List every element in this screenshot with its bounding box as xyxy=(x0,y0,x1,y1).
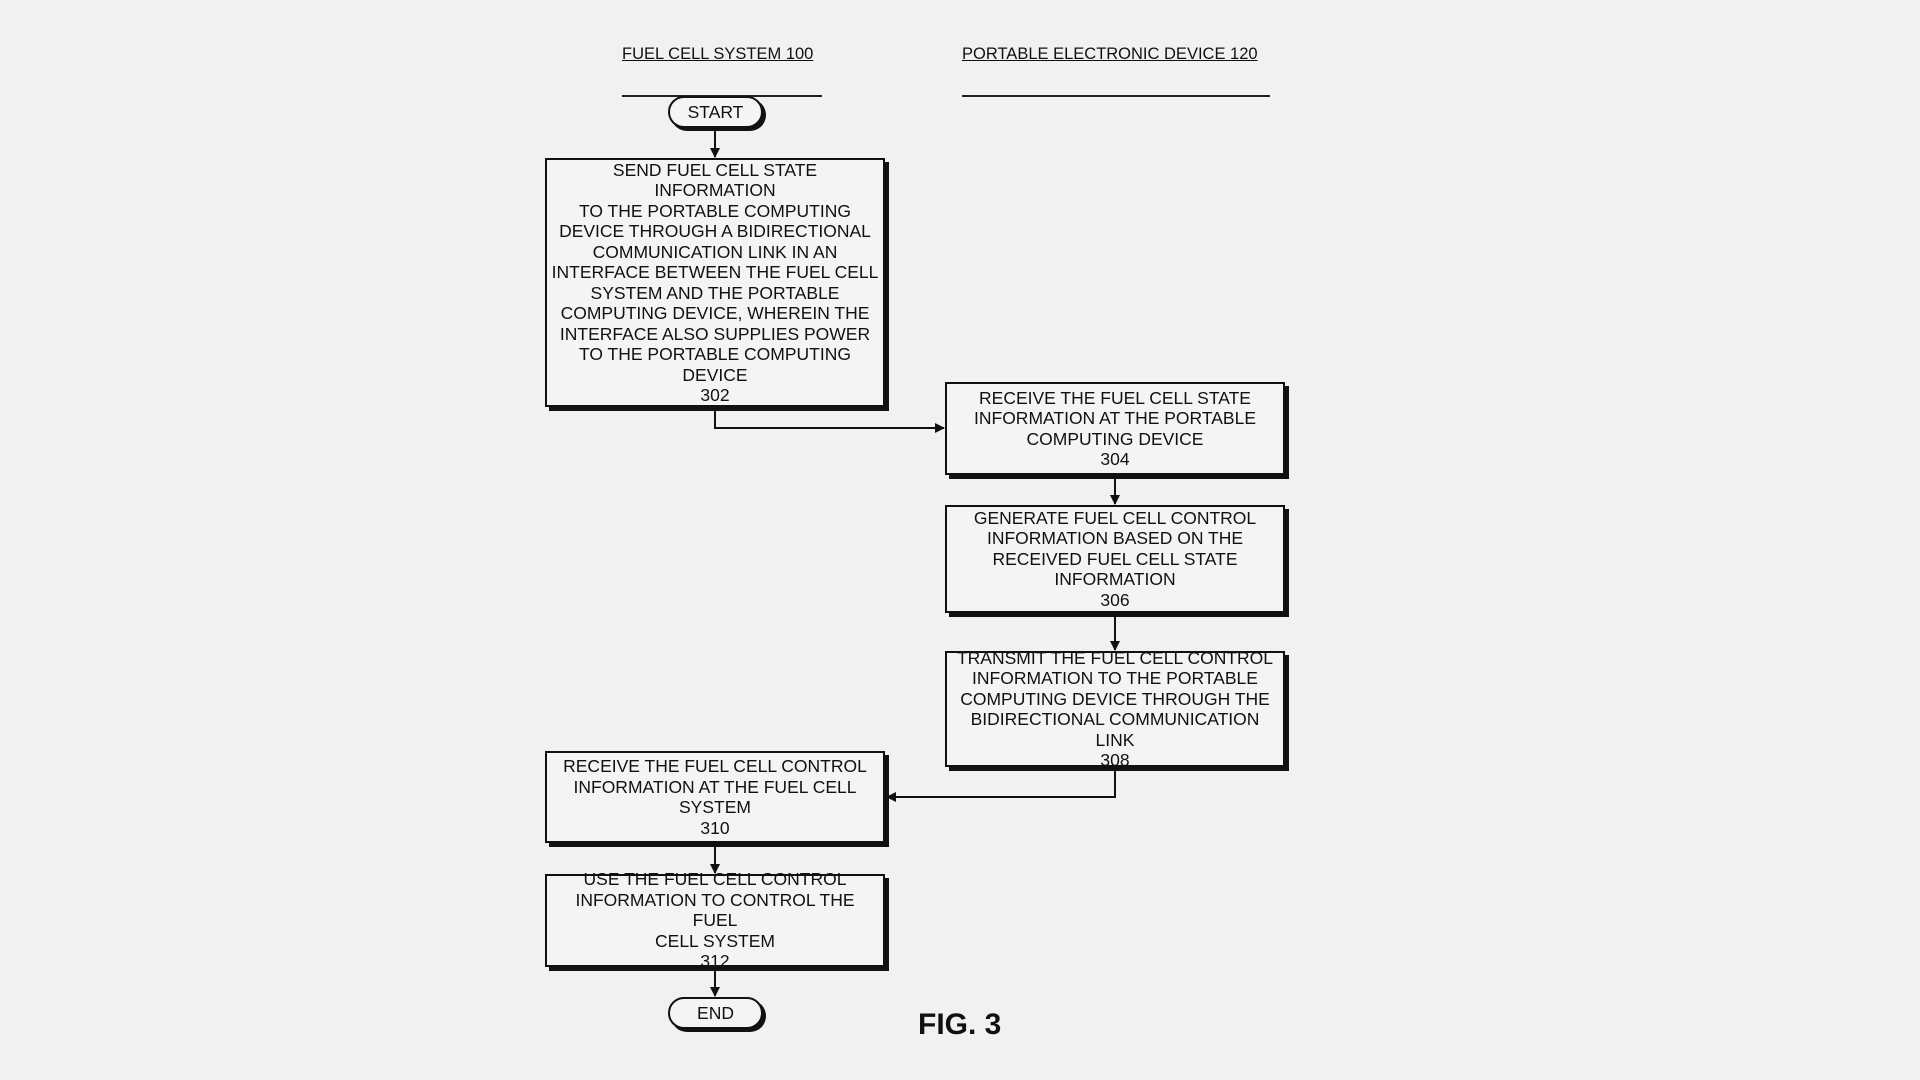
step-number: 308 xyxy=(1100,750,1130,770)
step-text: RECEIVE THE FUEL CELL STATE INFORMATION … xyxy=(974,387,1256,449)
step-text: RECEIVE THE FUEL CELL CONTROL INFORMATIO… xyxy=(563,756,867,817)
step-302: SEND FUEL CELL STATE INFORMATION TO THE … xyxy=(545,158,885,407)
step-number: 306 xyxy=(1100,589,1130,610)
end-label: END xyxy=(697,1002,734,1023)
lane-rule-right xyxy=(962,95,1270,97)
step-text: USE THE FUEL CELL CONTROL INFORMATION TO… xyxy=(575,869,855,951)
figure-label: FIG. 3 xyxy=(918,1008,1002,1041)
arrow-302-304 xyxy=(714,409,945,433)
step-text: SEND FUEL CELL STATE INFORMATION TO THE … xyxy=(551,159,879,385)
lane-title-portable-device: PORTABLE ELECTRONIC DEVICE 120 xyxy=(962,45,1258,63)
step-312: USE THE FUEL CELL CONTROL INFORMATION TO… xyxy=(545,869,885,971)
start-terminal: START xyxy=(668,96,763,128)
lane-title-fuel-cell-system: FUEL CELL SYSTEM 100 xyxy=(622,45,814,63)
step-308: TRANSMIT THE FUEL CELL CONTROL INFORMATI… xyxy=(945,647,1285,770)
step-304: RECEIVE THE FUEL CELL STATE INFORMATION … xyxy=(945,382,1285,475)
step-text: GENERATE FUEL CELL CONTROL INFORMATION B… xyxy=(973,507,1257,590)
step-306: GENERATE FUEL CELL CONTROL INFORMATION B… xyxy=(945,505,1285,613)
start-label: START xyxy=(687,101,744,122)
step-number: 302 xyxy=(700,385,730,405)
step-number: 310 xyxy=(700,817,730,838)
step-number: 312 xyxy=(700,951,730,972)
step-number: 304 xyxy=(1100,449,1130,469)
lane-rule-left xyxy=(622,95,822,97)
arrow-308-310 xyxy=(886,771,1116,802)
step-310: RECEIVE THE FUEL CELL CONTROL INFORMATIO… xyxy=(545,751,885,843)
step-text: TRANSMIT THE FUEL CELL CONTROL INFORMATI… xyxy=(956,647,1274,750)
end-terminal: END xyxy=(668,997,763,1029)
